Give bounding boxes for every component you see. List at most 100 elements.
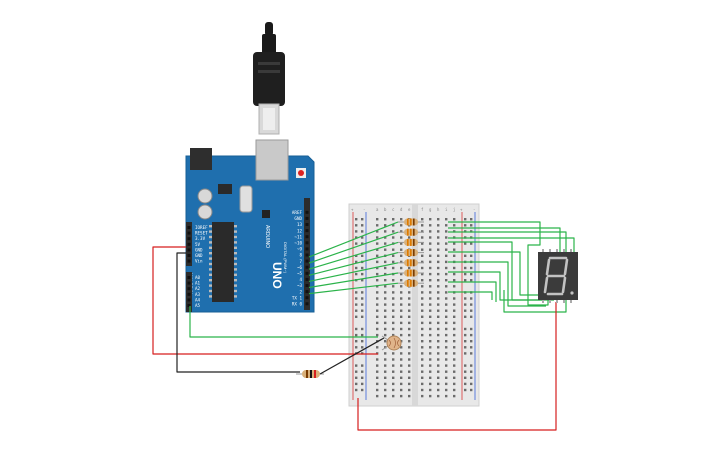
bb-hole	[400, 254, 403, 257]
bb-hole	[392, 327, 395, 331]
bb-hole	[453, 376, 456, 379]
digital-pin-label: 2	[299, 289, 302, 294]
bb-hole	[445, 394, 448, 398]
bb-hole	[421, 388, 424, 392]
bb-hole	[384, 236, 387, 239]
bb-hole	[400, 358, 403, 361]
bb-hole	[376, 364, 379, 367]
bb-hole	[384, 327, 387, 331]
rail-hole	[361, 303, 364, 306]
bb-hole	[384, 394, 387, 398]
bb-hole	[437, 346, 440, 349]
bb-hole	[445, 248, 448, 251]
bb-hole	[376, 272, 379, 276]
bb-hole	[392, 303, 395, 306]
bb-hole	[437, 315, 440, 318]
rail-hole	[470, 303, 473, 306]
rail-hole	[470, 376, 473, 379]
bb-hole	[421, 358, 424, 361]
chip-pin	[209, 252, 212, 255]
chip-pin	[209, 289, 212, 293]
bb-hole	[384, 382, 387, 386]
bb-hole	[445, 340, 448, 343]
bb-hole	[429, 346, 432, 349]
chip-pin	[234, 289, 237, 293]
chip-pin	[234, 295, 237, 298]
rail-hole	[470, 370, 473, 373]
bb-hole	[392, 358, 395, 361]
chip-pin	[209, 230, 212, 233]
bb-hole	[453, 364, 456, 367]
bb-hole	[400, 346, 403, 349]
bb-hole	[453, 321, 456, 325]
bb-hole	[376, 266, 379, 270]
bb-hole	[429, 224, 432, 227]
bb-hole	[445, 218, 448, 221]
bb-hole	[384, 248, 387, 251]
rail-hole	[355, 370, 358, 373]
bb-hole	[400, 285, 403, 288]
bb-hole	[400, 303, 403, 306]
bb-hole	[408, 236, 411, 239]
bb-hole	[392, 218, 395, 221]
display-pin	[563, 249, 565, 252]
chip-pin	[209, 273, 212, 276]
bb-hole	[408, 315, 411, 318]
bb-hole	[453, 370, 456, 373]
display-pin	[542, 249, 544, 252]
bb-hole	[392, 224, 395, 227]
chip-pin	[209, 235, 212, 239]
analog-pin-socket	[187, 298, 191, 302]
bb-hole	[408, 370, 411, 373]
chip-pins	[209, 225, 237, 298]
bb-hole	[421, 382, 424, 386]
display-segment	[561, 276, 567, 294]
bb-hole	[421, 352, 424, 355]
bb-hole	[408, 333, 411, 337]
bb-hole	[408, 297, 411, 300]
rail-hole	[470, 254, 473, 257]
digital-pin-socket	[305, 277, 309, 281]
bb-hole	[421, 303, 424, 306]
arduino-logo-text: ARDUINO	[264, 225, 270, 248]
bb-hole	[453, 309, 456, 312]
power-pin-label: IOREF	[195, 225, 208, 230]
chip-pin	[209, 262, 212, 266]
bb-hole	[445, 297, 448, 300]
bb-hole	[429, 248, 432, 251]
power-pin-socket	[187, 231, 191, 235]
bb-hole	[400, 291, 403, 294]
rail-hole	[355, 230, 358, 233]
usb-cable	[253, 22, 285, 135]
bb-hole	[421, 291, 424, 294]
digital-pin-label: GND	[294, 216, 302, 221]
bb-hole	[453, 242, 456, 245]
bb-hole	[384, 242, 387, 245]
bb-hole	[392, 315, 395, 318]
bb-hole	[437, 291, 440, 294]
bb-hole	[437, 340, 440, 343]
bb-hole	[437, 266, 440, 270]
bb-hole	[400, 370, 403, 373]
rail-hole	[470, 346, 473, 349]
rail-hole	[470, 340, 473, 343]
rail-hole	[470, 309, 473, 312]
rail-hole	[355, 224, 358, 227]
bb-hole	[376, 394, 379, 398]
chip-pin	[234, 252, 237, 255]
bb-hole	[384, 364, 387, 367]
bb-hole	[392, 260, 395, 264]
bb-hole	[400, 224, 403, 227]
chip-pin	[209, 284, 212, 287]
signal-wire	[308, 252, 399, 276]
rail-plus-left: +	[351, 207, 354, 212]
column-letter: b	[384, 207, 387, 212]
rail-hole	[464, 327, 467, 331]
bb-hole	[453, 266, 456, 270]
bb-hole	[421, 333, 424, 337]
chip-pin	[209, 225, 212, 228]
digital-pin-socket	[305, 284, 309, 287]
bb-hole	[376, 248, 379, 251]
rail-hole	[470, 266, 473, 270]
